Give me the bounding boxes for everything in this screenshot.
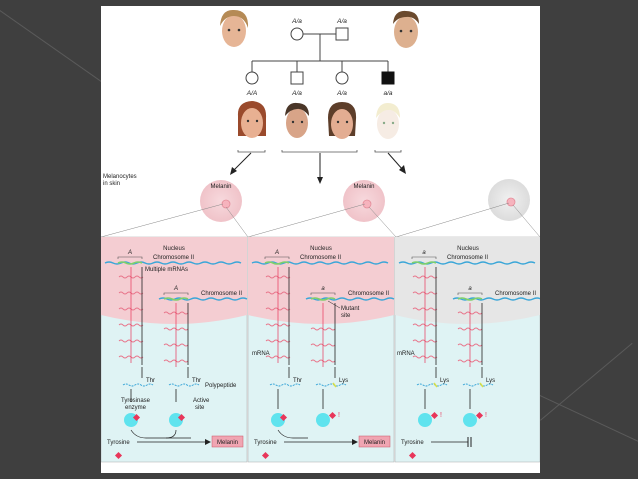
symbol-child-4-affected bbox=[381, 71, 395, 85]
amino-acid-label: Thr bbox=[293, 378, 302, 384]
symbol-mother bbox=[290, 27, 304, 41]
chromosome-label: Chromosome II bbox=[201, 291, 242, 297]
amino-acid-label: Lys bbox=[440, 378, 449, 384]
melanin-product-label: Melanin bbox=[217, 440, 238, 446]
genotype-mother: A/a bbox=[291, 18, 302, 25]
genotype-child-4: a/a bbox=[383, 90, 392, 97]
active-site-label: Active bbox=[193, 398, 210, 404]
cell-2: Melanin bbox=[343, 180, 385, 222]
face-mother bbox=[220, 9, 249, 47]
symbol-child-2 bbox=[290, 71, 304, 85]
genotype-father: A/a bbox=[336, 18, 347, 25]
dna-strand bbox=[104, 261, 242, 265]
chromosome-label: Chromosome II bbox=[495, 291, 536, 297]
melanin-product-box bbox=[358, 435, 391, 448]
face-father bbox=[393, 10, 419, 48]
panel-2: Nucleus A Chromosome II a Chromosome II … bbox=[247, 236, 395, 463]
symbol-father bbox=[335, 27, 349, 41]
chromosome-label: Chromosome II bbox=[348, 291, 389, 297]
chromosome-label: Chromosome II bbox=[300, 255, 341, 261]
allele-label: a bbox=[468, 286, 472, 292]
mutant-label: Mutant bbox=[341, 306, 360, 312]
nucleus-label: Nucleus bbox=[163, 246, 185, 252]
enzyme-label: enzyme bbox=[125, 405, 147, 411]
allele-label: A bbox=[173, 286, 178, 292]
face-child-3 bbox=[328, 102, 357, 139]
amino-acid-label: Lys bbox=[339, 378, 348, 384]
face-child-1 bbox=[237, 101, 267, 138]
nucleus-label: Nucleus bbox=[457, 246, 479, 252]
bg-decor-line bbox=[539, 395, 638, 447]
dna-strand bbox=[251, 261, 389, 265]
mutation-mark: ! bbox=[338, 412, 340, 419]
mutation-mark: ! bbox=[440, 412, 442, 419]
enzyme-shape-mutant bbox=[418, 413, 432, 427]
mrna-label: Multiple mRNAs bbox=[145, 267, 188, 273]
genotype-child-3: A/a bbox=[336, 90, 347, 97]
genotype-child-2: A/a bbox=[291, 90, 302, 97]
melanin-product-label: Melanin bbox=[364, 440, 385, 446]
dna-strand bbox=[398, 261, 536, 265]
melanocytes-label: Melanocytes bbox=[103, 174, 137, 180]
tyrosine-label: Tyrosine bbox=[254, 440, 277, 446]
nucleus-label: Nucleus bbox=[310, 246, 332, 252]
amino-acid-label: Lys bbox=[486, 378, 495, 384]
chromosome-label: Chromosome II bbox=[447, 255, 488, 261]
allele-label: A bbox=[127, 250, 132, 256]
enzyme-shape-mutant bbox=[463, 413, 477, 427]
tyrosinase-label: Tyrosinase bbox=[121, 398, 151, 404]
cell-2-melanin-label: Melanin bbox=[353, 184, 374, 190]
tyrosine-label: Tyrosine bbox=[107, 440, 130, 446]
mrna-label: mRNA bbox=[397, 351, 415, 357]
mutation-mark: ! bbox=[485, 412, 487, 419]
allele-label: a bbox=[422, 250, 426, 256]
genotype-child-1: A/A bbox=[246, 90, 257, 97]
cell-3-albino bbox=[488, 179, 530, 221]
polypeptide-label: Polypeptide bbox=[205, 383, 237, 389]
cell-1: Melanin bbox=[200, 180, 242, 222]
diagram-slide: A/a A/a A/A A/a A/a a/a bbox=[100, 6, 542, 473]
face-child-4-albino bbox=[376, 103, 400, 139]
pedigree: A/a A/a A/A A/a A/a a/a bbox=[220, 9, 419, 184]
amino-acid-label: Thr bbox=[192, 378, 201, 384]
albinism-diagram: A/a A/a A/A A/a A/a a/a bbox=[100, 9, 542, 463]
symbol-child-3 bbox=[335, 71, 349, 85]
tyrosine-label: Tyrosine bbox=[401, 440, 424, 446]
panel-1: Nucleus A Chromosome II Multiple mRNAs A… bbox=[100, 236, 248, 463]
in-skin-label: in skin bbox=[103, 181, 120, 187]
amino-acid-label: Thr bbox=[146, 378, 155, 384]
chromosome-label: Chromosome II bbox=[153, 255, 194, 261]
symbol-child-1 bbox=[245, 71, 259, 85]
allele-label: A bbox=[274, 250, 279, 256]
panel-3: Nucleus a Chromosome II a Chromosome II … bbox=[394, 236, 542, 463]
enzyme-shape-mutant bbox=[316, 413, 330, 427]
bg-decor-line bbox=[540, 342, 633, 421]
face-child-2 bbox=[285, 102, 309, 138]
cell-1-melanin-label: Melanin bbox=[210, 184, 231, 190]
mrna-label: mRNA bbox=[252, 351, 270, 357]
allele-label: a bbox=[321, 286, 325, 292]
site-label: site bbox=[195, 405, 205, 411]
melanin-product-box bbox=[211, 435, 244, 448]
mutant-site-label: site bbox=[341, 313, 351, 319]
